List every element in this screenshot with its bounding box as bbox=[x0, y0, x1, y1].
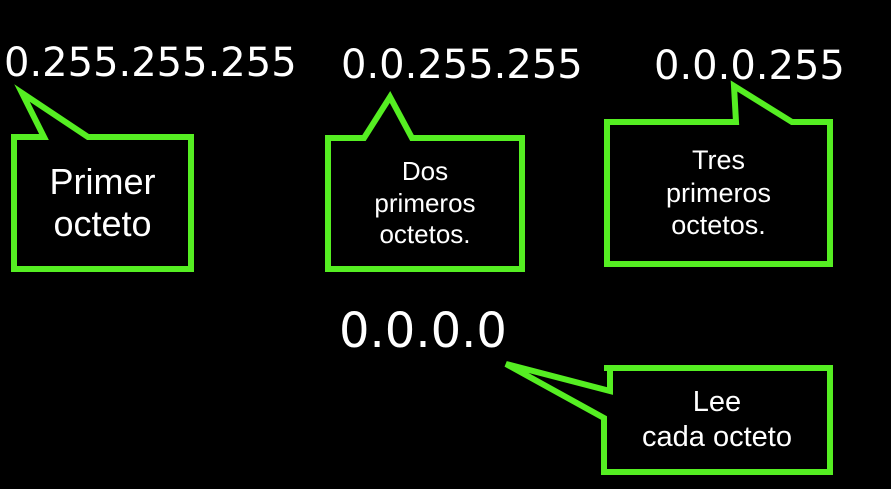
callout-2-line-3: octetos. bbox=[379, 219, 471, 250]
callout-4-bubble bbox=[504, 361, 833, 475]
callout-4-line-1: Lee bbox=[692, 385, 742, 418]
callout-4-line-2: cada octeto bbox=[642, 421, 792, 453]
callout-2-bubble bbox=[325, 91, 525, 272]
ip-address-2: 0.0.255.255 bbox=[341, 42, 583, 88]
ip-address-1: 0.255.255.255 bbox=[4, 40, 297, 86]
callout-4-label: Lee cada octeto bbox=[604, 368, 830, 472]
callout-1-label: Primer octeto bbox=[14, 137, 191, 269]
callout-1-bubble bbox=[11, 84, 194, 272]
ip-address-4: 0.0.0.0 bbox=[339, 303, 507, 359]
callout-3-bubble bbox=[604, 80, 833, 267]
callout-1-line-2: octeto bbox=[53, 203, 152, 244]
callout-2-line-2: primeros bbox=[374, 187, 476, 218]
callout-3-line-1: Tres bbox=[692, 144, 745, 175]
callout-2-line-1: Dos bbox=[401, 155, 449, 186]
callout-3-line-2: primeros bbox=[665, 177, 772, 208]
ip-address-3: 0.0.0.255 bbox=[654, 43, 845, 89]
callout-2-label: Dos primeros octetos. bbox=[328, 138, 522, 269]
callout-3-label: Tres primeros octetos. bbox=[607, 122, 830, 264]
callout-1-line-1: Primer bbox=[49, 160, 156, 202]
callout-3-line-3: octetos. bbox=[671, 210, 766, 241]
